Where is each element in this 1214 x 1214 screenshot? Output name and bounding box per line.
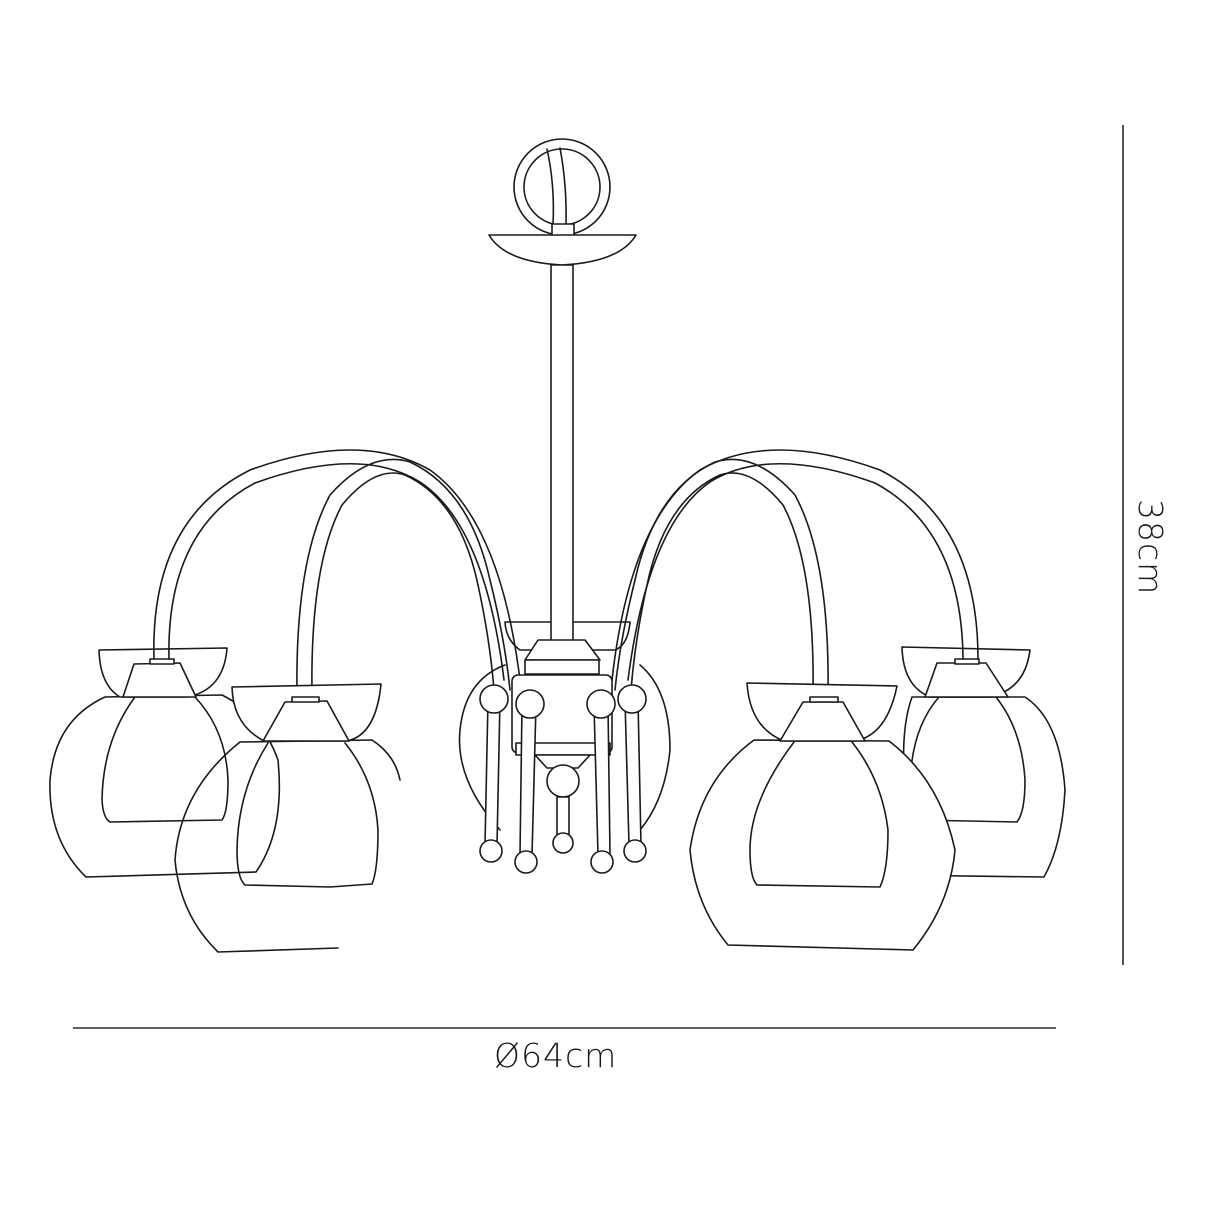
shade-back-center [458,621,671,831]
arms-front [296,458,829,696]
ball-finial [514,850,538,874]
shade-front-left [174,683,401,953]
ball-finial [623,839,647,863]
ball-finial [479,839,503,863]
shade-front-right [689,682,956,951]
ball-finial [590,850,614,874]
ball-finial [479,684,509,714]
ceiling-canopy [488,234,637,266]
ball-finial [586,689,616,719]
finial-rods [479,684,647,874]
shade-back-left [49,647,281,878]
ball-finial [515,689,545,719]
arms-back [153,449,979,681]
drop-rod [550,264,574,656]
ceiling-ring [513,138,611,237]
height-dimension-label: 38cm [1131,499,1170,596]
width-dimension-label: Ø64cm [494,1036,618,1075]
ball-finial [617,684,647,714]
